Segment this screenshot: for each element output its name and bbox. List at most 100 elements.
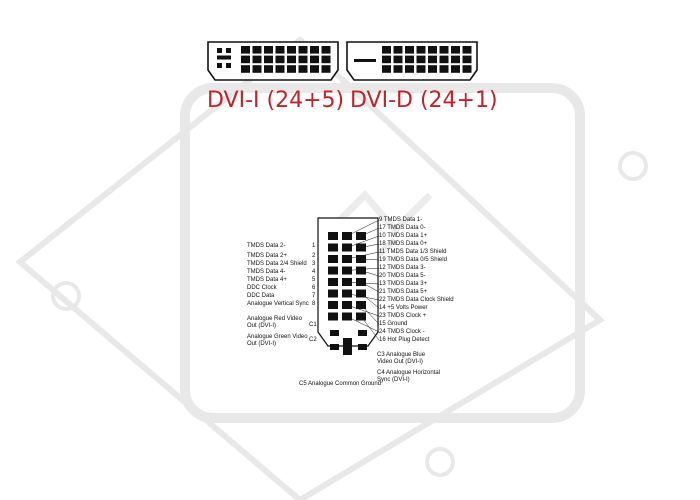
pin-17-label: 17 TMDS Data 0- [379,225,426,231]
pinout-pin [328,243,338,252]
pin-1-number: 1 [312,243,316,249]
pin-21-label: 21 TMDS Data 5+ [379,289,428,295]
connector-pin [428,46,437,54]
connector-pin [462,46,472,54]
pin-23-label: 23 TMDS Clock + [379,313,427,319]
pinout-pin [328,255,338,263]
connector-pin [310,65,319,73]
dvi-d-connector-icon [346,41,478,81]
c1-code: C1 [309,322,317,328]
leader-line [346,304,380,317]
connector-pin [321,65,331,73]
connector-pin [298,46,308,54]
connector-pin [439,55,449,64]
connector-pin [275,65,285,73]
connector-pin [310,55,319,64]
pin-2-number: 2 [312,253,316,259]
connector-pin [298,55,308,64]
connector-pin [462,65,472,73]
pin-4-label: TMDS Data 4- [247,269,286,275]
pinout-pin [328,232,338,240]
pin-13-label: 13 TMDS Data 3+ [379,281,428,287]
pin-16-label: 16 Hot Plug Detect [379,337,430,343]
leader-line [346,267,380,271]
pin-5-label: TMDS Data 4+ [247,277,287,283]
pin-3-number: 3 [312,261,316,267]
connector-pin [287,55,296,64]
connector-pin [241,65,250,73]
pinout-pin [328,289,338,298]
pin-11-label: 11 TMDS Data 1/3 Shield [379,249,447,255]
connector-pin [287,65,296,73]
c2-pin [330,344,339,350]
pin-7-label: DDC Data [247,293,275,299]
connector-pin [451,46,460,54]
c2-label: Analogue Green Video Out (DVI-I) [247,334,308,347]
connector-pin [298,65,308,73]
leader-line [346,235,380,248]
pinout-pin [328,301,338,309]
connector-pin [393,46,403,54]
connector-pin [405,46,414,54]
connector-pin [264,65,273,73]
connector-pin [439,65,449,73]
c1-pin [330,330,339,336]
pin-6-label: DDC Clock [247,285,277,291]
connector-pin [275,46,285,54]
connector-pin [416,55,426,64]
connector-pin [264,46,273,54]
leader-line [360,270,380,277]
pin-6-number: 6 [312,285,316,291]
pin-24-label: 24 TMDS Clock - [379,329,425,335]
leader-line [360,316,380,341]
connector-pin [252,65,262,73]
c3-label: C3 Analogue Blue Video Out (DVI-I) [377,352,426,365]
c3-pin [358,330,367,336]
connector-pin [393,65,403,73]
pinout-pin [328,266,338,275]
dvi-d-label: DVI-D (24+1) [350,88,498,113]
connector-pin [264,55,273,64]
pin-12-label: 12 TMDS Data 3- [379,265,426,271]
pinout-pin [328,312,338,321]
connector-pin [462,55,472,64]
connector-pin [382,65,391,73]
connector-pin [287,46,296,54]
pin-15-label: 15 Ground [379,321,408,327]
connector-pin [451,55,460,64]
c1-label: Analogue Red Video Out (DVI-I) [247,316,302,329]
connector-pin [382,55,391,64]
leader-line [360,227,380,237]
leader-line [360,293,380,309]
connector-pin [382,46,391,54]
leader-line [346,251,380,260]
leader-line [360,304,380,325]
pin-18-label: 18 TMDS Data 0+ [379,241,428,247]
connector-pin [241,46,250,54]
connector-pin [416,65,426,73]
leader-line [346,219,380,237]
pin-9-label: 9 TMDS Data 1- [379,217,423,223]
pin-10-label: 10 TMDS Data 1+ [379,233,428,239]
connector-pin [451,65,460,73]
connector-pin [321,46,331,54]
pin-7-number: 7 [312,293,316,299]
c2-code: C2 [309,337,317,343]
pin-4-number: 4 [312,269,316,275]
connector-pin [252,46,262,54]
c5-label: C5 Analogue Common Ground [299,381,382,387]
leader-line [346,316,380,333]
connector-pin [405,65,414,73]
connector-pin [405,55,414,64]
pin-3-label: TMDS Data 2/4 Shield [247,261,307,267]
connector-pin [439,46,449,54]
dvi-i-connector-icon [207,41,339,81]
pin-8-number: 8 [312,301,316,307]
dvi-i-label: DVI-I (24+5) [207,88,345,113]
pin-1-label: TMDS Data 2- [247,243,286,249]
connector-pin [393,55,403,64]
pin-2-label: TMDS Data 2+ [247,253,287,259]
pin-8-label: Analogue Vertical Sync [247,301,309,307]
connector-pin [310,46,319,54]
